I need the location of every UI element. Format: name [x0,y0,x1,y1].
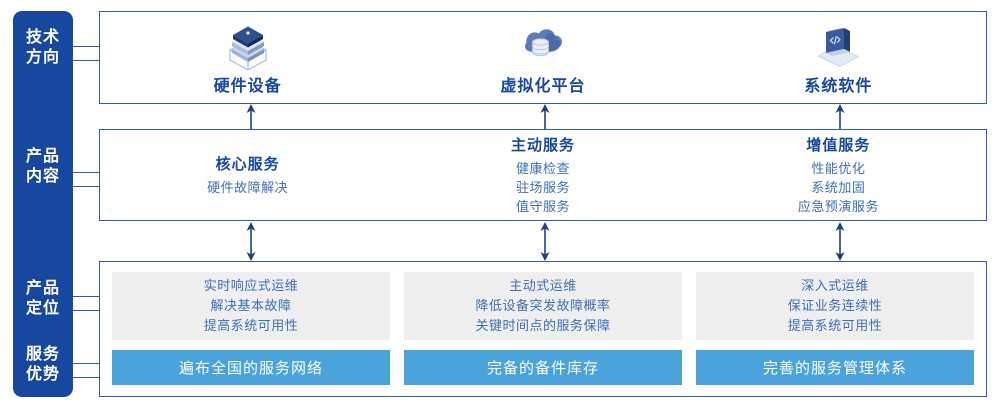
rail-label-line2: 方向 [25,49,60,66]
positioning-line: 降低设备突发故障概率 [475,298,611,313]
product-column-item: 健康检查 [515,161,570,176]
tech-item-system-software[interactable]: 系统软件 [691,12,986,103]
left-rail [13,11,73,397]
advantage-bar-management-system[interactable]: 完善的服务管理体系 [696,350,974,385]
advantage-bar-service-network[interactable]: 遍布全国的服务网络 [112,350,390,385]
positioning-line: 保证业务连续性 [787,298,883,313]
product-column-value-added[interactable]: 增值服务 性能优化 系统加固 应急预演服务 [691,130,986,220]
rail-label-product-positioning: 产品 定位 [13,279,73,319]
rail-label-line2: 内容 [25,168,60,185]
arrow-double-core [246,222,256,261]
product-column-item: 值守服务 [515,199,570,214]
rail-label-line1: 产品 [25,280,60,297]
product-column-title: 增值服务 [806,137,871,154]
connector-pos-bot [63,310,100,311]
positioning-line: 提高系统可用性 [787,318,883,333]
positioning-line: 解决基本故障 [210,298,292,313]
positioning-line: 主动式运维 [509,278,577,293]
arrow-up-system-software [835,104,845,129]
advantage-row: 遍布全国的服务网络 完备的备件库存 完善的服务管理体系 [112,350,974,385]
product-column-item: 应急预演服务 [797,199,879,214]
positioning-line: 关键时间点的服务保障 [475,318,611,333]
tech-item-virtualization[interactable]: 虚拟化平台 [395,12,690,103]
arrow-up-virtualization [540,104,550,129]
laptop-code-icon [810,22,866,70]
rail-label-line2: 定位 [25,300,60,317]
product-column-proactive[interactable]: 主动服务 健康检查 驻场服务 值守服务 [395,130,690,220]
connector-tech-bot [63,60,100,61]
product-column-item: 驻场服务 [515,180,570,195]
connector-joiner-tech [99,46,100,61]
connector-adv-top [63,363,100,364]
product-column-title: 主动服务 [510,137,575,154]
positioning-advantage-panel: 实时响应式运维 解决基本故障 提高系统可用性 主动式运维 降低设备突发故障概率 … [99,261,987,397]
connector-joiner-pos [99,296,100,311]
tech-item-label: 系统软件 [804,77,873,95]
rail-label-line2: 优势 [25,366,60,383]
positioning-box-proactive[interactable]: 主动式运维 降低设备突发故障概率 关键时间点的服务保障 [404,272,682,340]
tech-item-label: 硬件设备 [213,77,282,95]
product-column-item: 性能优化 [811,161,866,176]
connector-pos-top [63,296,100,297]
positioning-box-realtime[interactable]: 实时响应式运维 解决基本故障 提高系统可用性 [112,272,390,340]
advantage-bar-spare-parts[interactable]: 完备的备件库存 [404,350,682,385]
product-content-panel: 核心服务 硬件故障解决 主动服务 健康检查 驻场服务 值守服务 增值服务 性能优… [99,129,987,221]
connector-adv-bot [63,377,100,378]
arrow-double-proactive [540,222,550,261]
rail-label-line1: 技术 [25,29,60,46]
product-column-title: 核心服务 [215,156,280,173]
product-column-core[interactable]: 核心服务 硬件故障解决 [100,130,395,220]
cloud-database-icon [515,22,571,70]
arrow-double-value-added [835,222,845,261]
positioning-line: 提高系统可用性 [203,318,299,333]
connector-joiner-prod [99,172,100,187]
connector-joiner-adv [99,363,100,378]
server-stack-icon [220,22,276,70]
rail-label-product-content: 产品 内容 [13,147,73,187]
rail-label-service-advantage: 服务 优势 [13,345,73,385]
tech-direction-panel: 硬件设备 [99,11,987,104]
tech-item-label: 虚拟化平台 [500,77,586,95]
connector-prod-top [63,172,100,173]
tech-item-hardware[interactable]: 硬件设备 [100,12,395,103]
positioning-row: 实时响应式运维 解决基本故障 提高系统可用性 主动式运维 降低设备突发故障概率 … [112,272,974,340]
connector-tech-top [63,46,100,47]
rail-label-line1: 服务 [25,346,60,363]
connector-prod-bot [63,186,100,187]
positioning-line: 深入式运维 [801,278,869,293]
arrow-up-hardware [246,104,256,129]
product-column-item: 系统加固 [811,180,866,195]
positioning-line: 实时响应式运维 [203,278,299,293]
rail-label-line1: 产品 [25,148,60,165]
positioning-box-indepth[interactable]: 深入式运维 保证业务连续性 提高系统可用性 [696,272,974,340]
product-column-item: 硬件故障解决 [207,180,289,195]
rail-label-tech-direction: 技术 方向 [13,28,73,68]
